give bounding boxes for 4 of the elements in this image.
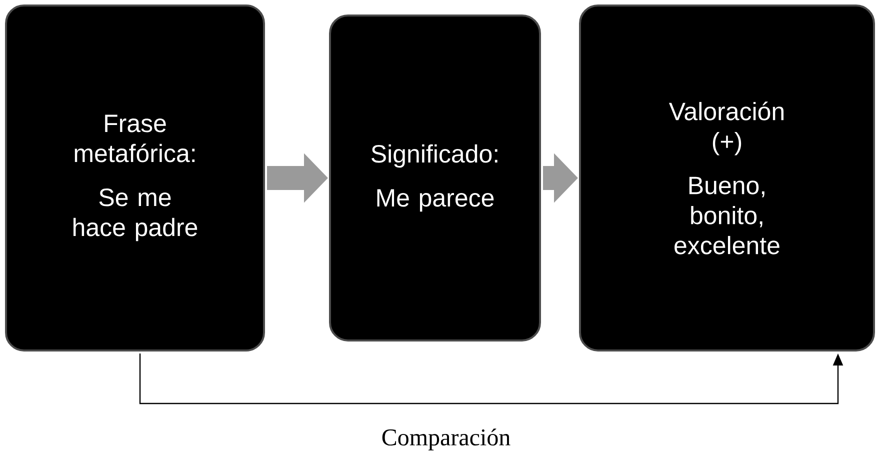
process-box: Valoración (+) Bueno, bonito, excelente [579, 4, 875, 352]
edge-label: Comparación [382, 428, 510, 450]
process-box: Frase metafórica: Se me hace padre [5, 4, 265, 352]
process-box: Significado: Me parece [329, 14, 541, 342]
